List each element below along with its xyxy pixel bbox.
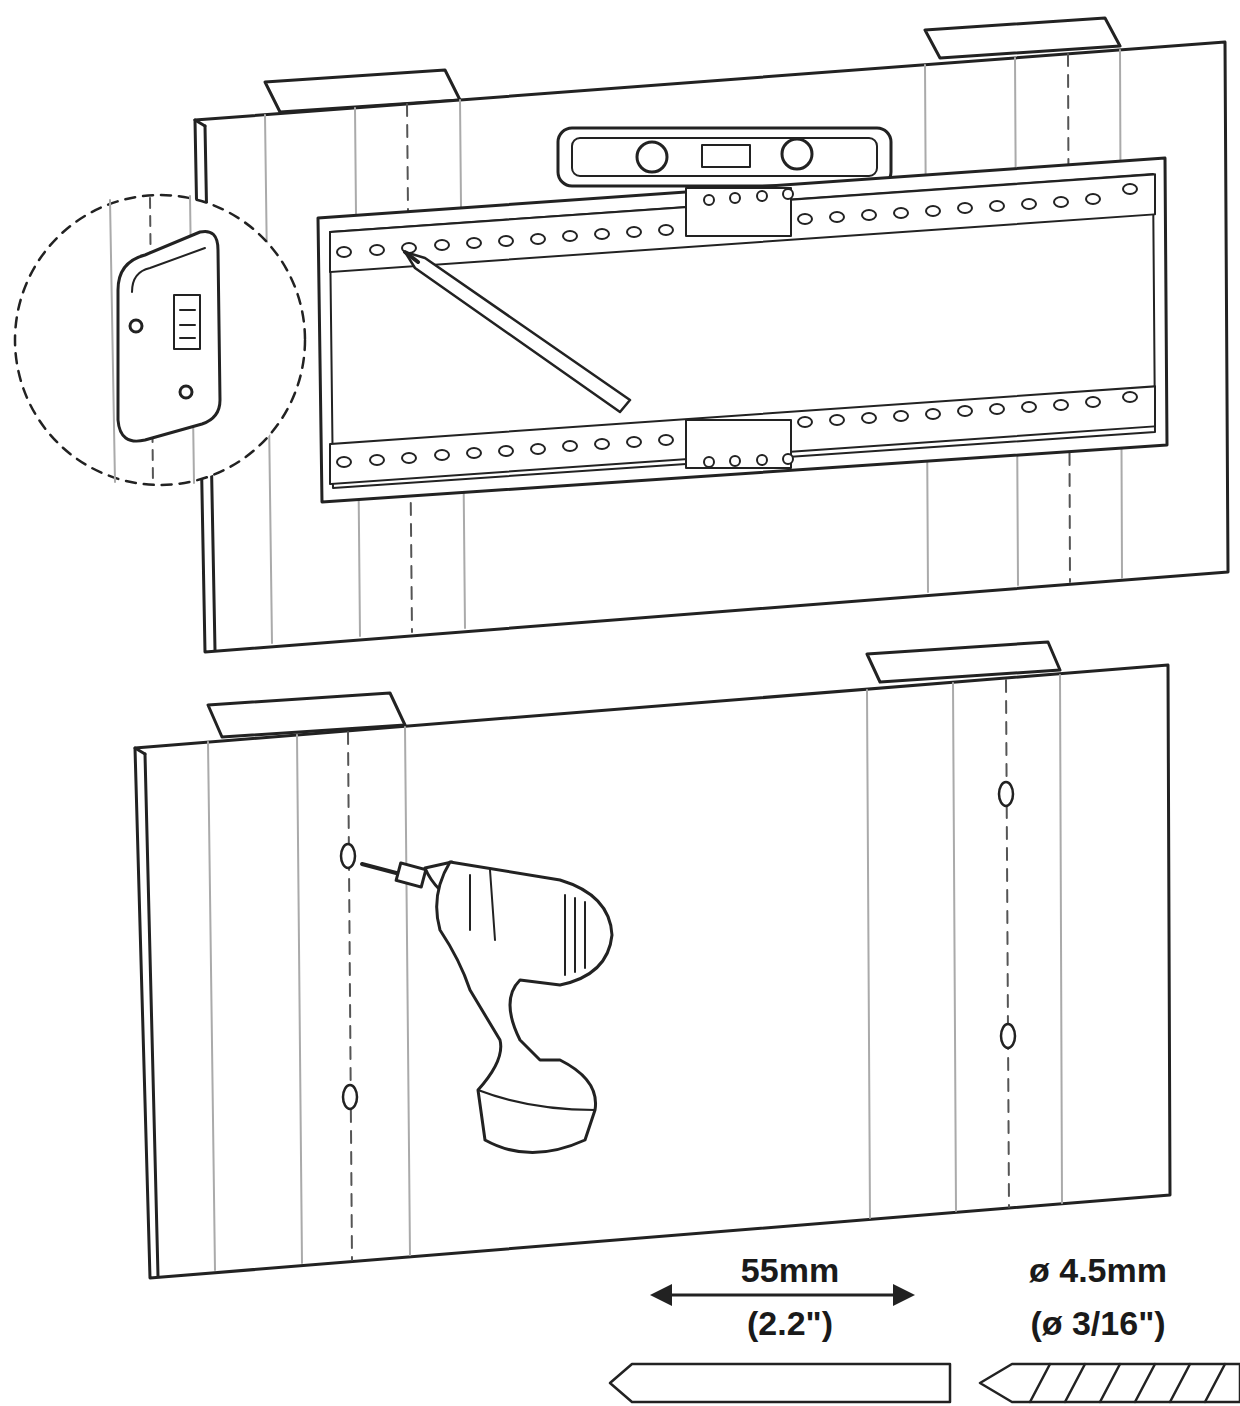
dimension-label: ø 4.5mm	[1029, 1252, 1167, 1289]
drill	[362, 862, 612, 1153]
drill-bit	[980, 1364, 1240, 1402]
dimension-label: 55mm	[741, 1252, 839, 1289]
imperial-dimension-label: (ø 3/16")	[1030, 1305, 1165, 1342]
lower-wall	[135, 642, 1170, 1278]
screw-shank	[610, 1364, 950, 1402]
upper-wall	[15, 18, 1228, 652]
imperial-dimension-label: (2.2")	[747, 1305, 833, 1342]
